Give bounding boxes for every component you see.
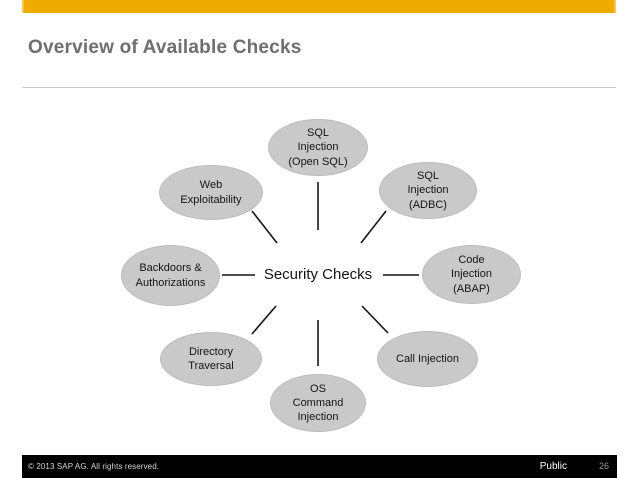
connector-line: [251, 305, 277, 335]
connector-line: [251, 210, 278, 244]
title-divider: [22, 87, 616, 88]
node-code-injection-abap: Code Injection (ABAP): [422, 245, 521, 304]
node-os-command-injection: OS Command Injection: [270, 374, 366, 432]
footer-bar: © 2013 SAP AG. All rights reserved. Publ…: [22, 455, 617, 478]
footer-classification: Public: [539, 461, 567, 472]
node-web-exploitability: Web Exploitability: [159, 165, 263, 220]
connector-line: [360, 210, 387, 244]
connector-line: [361, 305, 389, 334]
node-backdoors-authorizations: Backdoors & Authorizations: [121, 245, 220, 306]
footer-page-number: 26: [598, 461, 609, 471]
diagram-center-label: Security Checks: [263, 266, 373, 283]
node-sql-injection-adbc: SQL Injection (ADBC): [379, 162, 477, 219]
node-sql-injection-open-sql: SQL Injection (Open SQL): [268, 119, 368, 176]
accent-bar: [22, 0, 616, 13]
footer-copyright: © 2013 SAP AG. All rights reserved.: [28, 462, 160, 471]
node-directory-traversal: Directory Traversal: [160, 332, 262, 386]
page-title: Overview of Available Checks: [28, 37, 302, 58]
node-call-injection: Call Injection: [377, 331, 478, 387]
